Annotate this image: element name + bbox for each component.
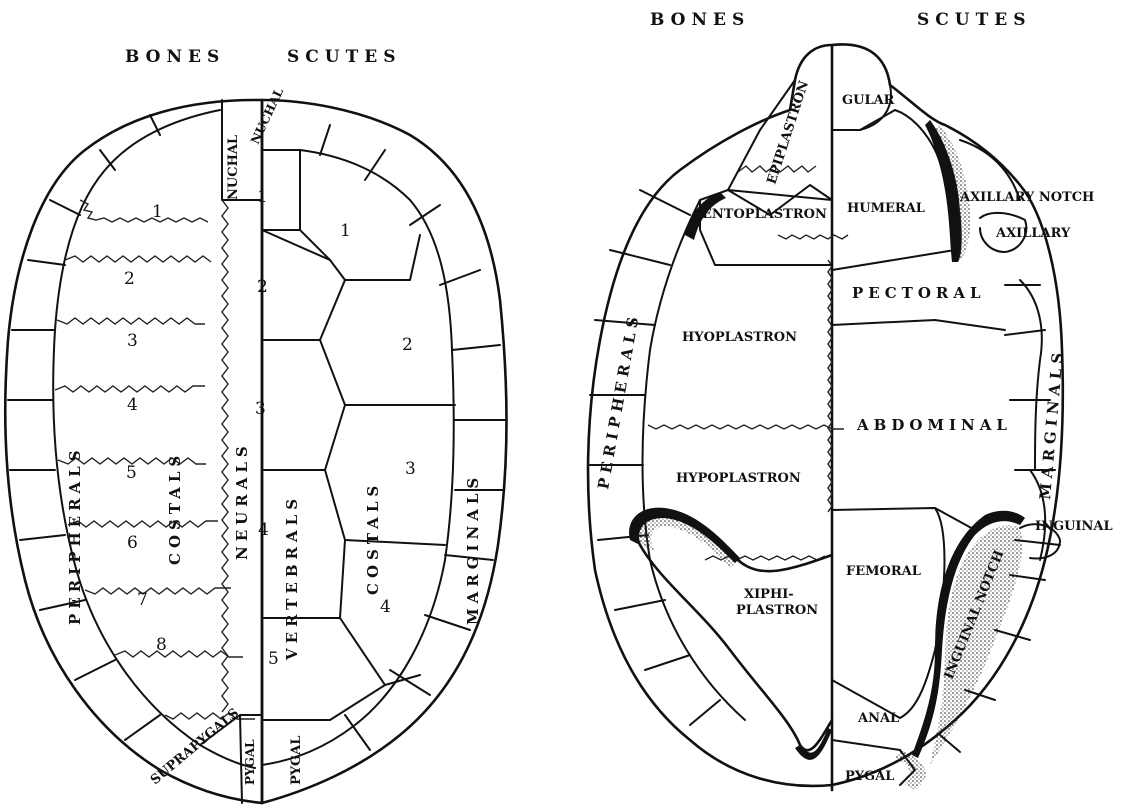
- costal-bone-2-label: 2: [124, 269, 135, 289]
- neural-3-label: 3: [255, 399, 266, 419]
- carapace-scutes-header: SCUTES: [287, 47, 402, 67]
- plastron-pygal-label: PYGAL: [845, 769, 894, 784]
- axillary-notch-label: AXILLARY NOTCH: [959, 190, 1094, 205]
- costal-scute-1-label: 1: [340, 221, 351, 241]
- costal-bone-1-label: 1: [152, 202, 163, 222]
- abdominal-label: ABDOMINAL: [856, 416, 1012, 434]
- pygal-bone-outline: [240, 715, 242, 803]
- neural-5-label: 5: [268, 649, 279, 669]
- vertebrals-label: VERTEBRALS: [283, 494, 301, 661]
- costal-bone-5-label: 5: [126, 463, 137, 483]
- gular-label: GULAR: [842, 93, 895, 108]
- abdominal-lower: [832, 508, 975, 530]
- pygal-scute-label: PYGAL: [289, 736, 304, 785]
- nuchal-bone-label: NUCHAL: [226, 135, 241, 200]
- plastron-view: BONES SCUTES: [588, 10, 1113, 790]
- axillary-label: AXILLARY: [995, 226, 1071, 241]
- femoral-outline: [832, 508, 944, 718]
- neural-column-suture: [222, 200, 228, 712]
- carapace-bones-header: BONES: [125, 47, 225, 67]
- plastron-peripheral-ring: [643, 200, 746, 720]
- costal-bone-8-label: 8: [156, 635, 167, 655]
- costals-scute-label: COSTALS: [364, 481, 382, 595]
- hyoplastron-label: HYOPLASTRON: [682, 330, 797, 345]
- costal-bone-7-label: 7: [137, 590, 148, 610]
- entoplastron-suture: [778, 235, 848, 239]
- epiplastron-label: EPIPLASTRON: [765, 79, 813, 186]
- xiphiplastron-label-1: XIPHI-: [744, 587, 794, 602]
- costal-scute-3-label: 3: [405, 459, 416, 479]
- marginal-dividers: [320, 125, 506, 750]
- entoplastron-outline: [700, 190, 832, 265]
- costals-bone-label: COSTALS: [166, 451, 184, 565]
- costal-bone-4-label: 4: [127, 395, 138, 415]
- nuchal-scute-label: NUCHAL: [248, 85, 286, 146]
- inguinal-label: INGUINAL: [1035, 519, 1113, 534]
- pectoral-outline: [832, 320, 1005, 330]
- neural-2-label: 2: [257, 277, 268, 297]
- plastron-scutes-header: SCUTES: [917, 10, 1032, 30]
- humeral-label: HUMERAL: [847, 201, 925, 216]
- plastron-bones-header: BONES: [650, 10, 750, 30]
- costal-scute-4-label: 4: [380, 597, 391, 617]
- neural-4-label: 4: [258, 520, 269, 540]
- neural-1-label: 1: [257, 187, 268, 207]
- anal-label: ANAL: [857, 711, 899, 726]
- hypoplastron-label: HYPOPLASTRON: [676, 471, 801, 486]
- costal-bone-3-label: 3: [127, 331, 138, 351]
- costal-bone-6-label: 6: [127, 533, 138, 553]
- marginals-label: MARGINALS: [464, 473, 482, 625]
- neurals-label: NEURALS: [233, 441, 251, 560]
- hyo-hypo-suture: [648, 425, 844, 429]
- xiphiplastron-outline: [637, 513, 832, 750]
- suprapygals-label: SUPRAPYGALS: [148, 706, 242, 788]
- xiphiplastron-label-2: PLASTRON: [736, 603, 818, 618]
- pectoral-label: PECTORAL: [852, 284, 986, 302]
- entoplastron-label: ENTOPLASTRON: [702, 207, 827, 222]
- costal-scute-2-label: 2: [402, 335, 413, 355]
- peripherals-label: PERIPHERALS: [66, 445, 84, 625]
- pygal-bone-label: PYGAL: [243, 739, 257, 785]
- carapace-view: BONES SCUTES: [5, 47, 506, 803]
- femoral-label: FEMORAL: [846, 564, 921, 579]
